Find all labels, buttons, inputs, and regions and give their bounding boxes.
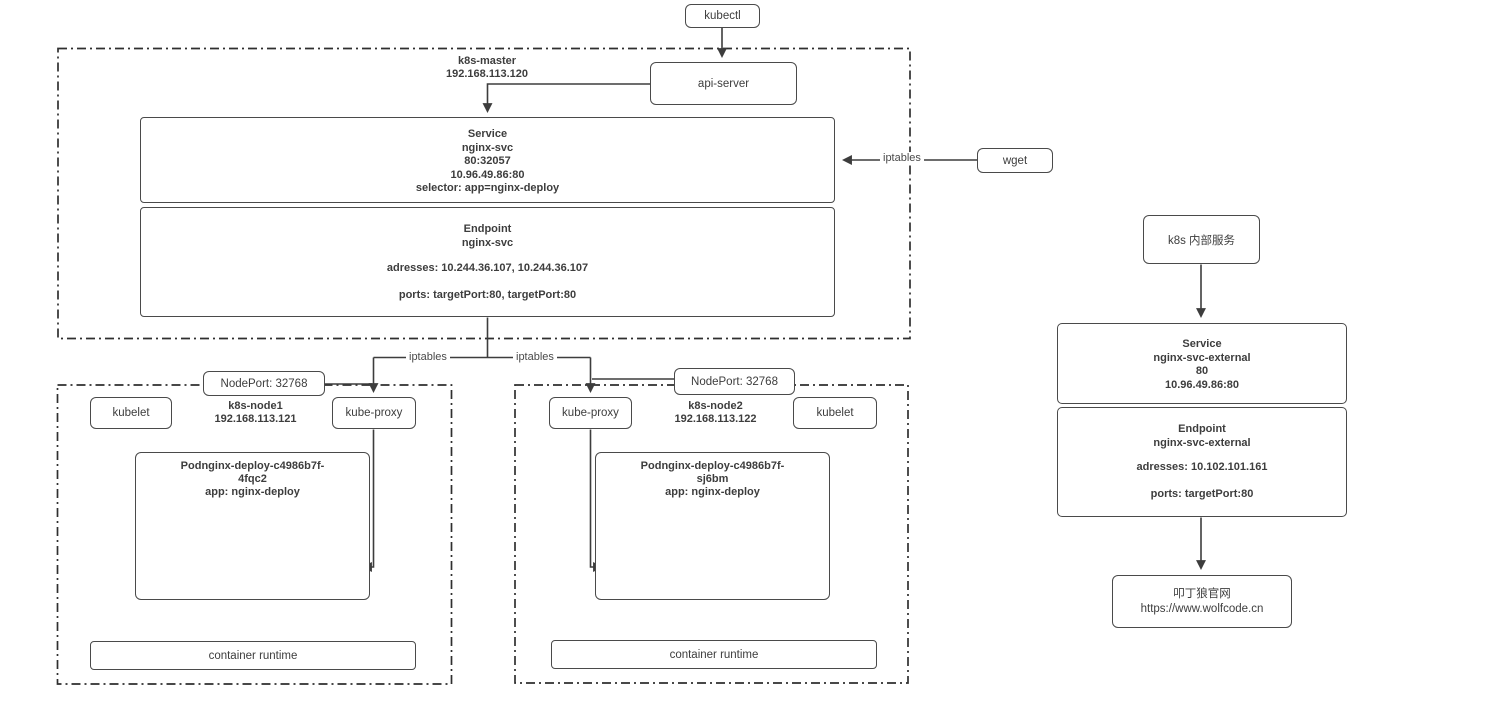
node1-kube-proxy-box: kube-proxy — [332, 397, 416, 429]
master-title: k8s-master 192.168.113.120 — [417, 55, 557, 81]
website-url: https://www.wolfcode.cn — [1140, 602, 1264, 615]
node1-ip: 192.168.113.121 — [214, 413, 297, 425]
node2-ip: 192.168.113.122 — [674, 413, 757, 425]
iptables-label-wget: iptables — [880, 152, 924, 164]
node1-title: k8s-node1 192.168.113.121 — [193, 400, 318, 426]
endpoint-box: Endpoint nginx-svc adresses: 10.244.36.1… — [140, 207, 835, 317]
node1-nodeport-box: NodePort: 32768 — [203, 371, 325, 396]
endpoint-ports: ports: targetPort:80, targetPort:80 — [398, 288, 577, 301]
internal-service-entry-box: k8s 内部服务 — [1143, 215, 1260, 264]
external-service-line: 10.96.49.86:80 — [1164, 378, 1239, 391]
iptables-label-node1: iptables — [406, 351, 450, 363]
external-endpoint-title: Endpoint — [1178, 423, 1226, 435]
external-endpoint-name: nginx-svc-external — [1153, 436, 1251, 449]
node2-kubelet-box: kubelet — [793, 397, 877, 429]
external-service-box: Service nginx-svc-external 80 10.96.49.8… — [1057, 323, 1347, 404]
service-box: Service nginx-svc 80:32057 10.96.49.86:8… — [140, 117, 835, 203]
api-server-label: api-server — [697, 77, 750, 90]
node2-pod-app-label: app: nginx-deploy — [665, 486, 760, 498]
node2-kube-proxy-box: kube-proxy — [549, 397, 632, 429]
node2-name: k8s-node2 — [688, 400, 743, 412]
node1-pod-box: Podnginx-deploy-c4986b7f- 4fqc2 app: ngi… — [135, 452, 370, 600]
endpoint-name: nginx-svc — [461, 236, 514, 249]
service-line: 10.96.49.86:80 — [450, 168, 525, 181]
node2-kubelet-label: kubelet — [816, 407, 854, 419]
service-line: Service — [467, 128, 508, 140]
iptables-label-node2: iptables — [513, 351, 557, 363]
external-service-line: Service — [1182, 338, 1222, 350]
wget-label: wget — [1002, 154, 1028, 167]
node1-container-runtime-label: container runtime — [208, 649, 298, 662]
node1-kubelet-label: kubelet — [112, 407, 150, 419]
node2-pod-name-line1: Podnginx-deploy-c4986b7f- — [640, 460, 785, 472]
api-server-box: api-server — [650, 62, 797, 105]
node2-pod-name-line2: sj6bm — [696, 473, 729, 485]
service-line: nginx-svc — [461, 141, 514, 154]
kubectl-box: kubectl — [685, 4, 760, 28]
internal-service-entry-label: k8s 内部服务 — [1167, 234, 1236, 247]
node1-kube-proxy-label: kube-proxy — [345, 407, 403, 419]
website-name: 叩丁狼官网 — [1173, 587, 1231, 600]
node1-pod-app-label: app: nginx-deploy — [205, 486, 300, 498]
node2-nodeport-box: NodePort: 32768 — [674, 368, 795, 395]
node2-kube-proxy-label: kube-proxy — [562, 407, 619, 419]
node2-pod-box: Podnginx-deploy-c4986b7f- sj6bm app: ngi… — [595, 452, 830, 600]
node1-nodeport-label: NodePort: 32768 — [220, 377, 308, 390]
kubectl-label: kubectl — [704, 10, 741, 22]
node2-title: k8s-node2 192.168.113.122 — [653, 400, 778, 426]
master-name: k8s-master — [457, 55, 517, 67]
wget-box: wget — [977, 148, 1053, 173]
endpoint-title: Endpoint — [463, 223, 512, 235]
master-boundary — [57, 47, 911, 340]
service-line: selector: app=nginx-deploy — [415, 182, 560, 194]
external-service-line: 80 — [1195, 365, 1209, 377]
master-ip: 192.168.113.120 — [446, 68, 528, 80]
node1-name: k8s-node1 — [228, 400, 283, 412]
website-box: 叩丁狼官网 https://www.wolfcode.cn — [1112, 575, 1292, 628]
node1-pod-name-line1: Podnginx-deploy-c4986b7f- — [180, 460, 325, 472]
node2-container-runtime-label: container runtime — [669, 648, 759, 661]
service-line: 80:32057 — [464, 155, 511, 167]
external-endpoint-box: Endpoint nginx-svc-external adresses: 10… — [1057, 407, 1347, 517]
endpoint-addresses: adresses: 10.244.36.107, 10.244.36.107 — [386, 262, 589, 274]
arrow-apiserver-to-service — [482, 83, 650, 113]
external-service-line: nginx-svc-external — [1153, 351, 1251, 364]
node2-container-runtime-box: container runtime — [551, 640, 877, 669]
external-endpoint-addresses: adresses: 10.102.101.161 — [1136, 461, 1268, 473]
node2-nodeport-label: NodePort: 32768 — [691, 375, 778, 388]
external-endpoint-ports: ports: targetPort:80 — [1150, 487, 1254, 500]
node1-container-runtime-box: container runtime — [90, 641, 416, 670]
node1-kubelet-box: kubelet — [90, 397, 172, 429]
node1-pod-name-line2: 4fqc2 — [238, 473, 267, 485]
